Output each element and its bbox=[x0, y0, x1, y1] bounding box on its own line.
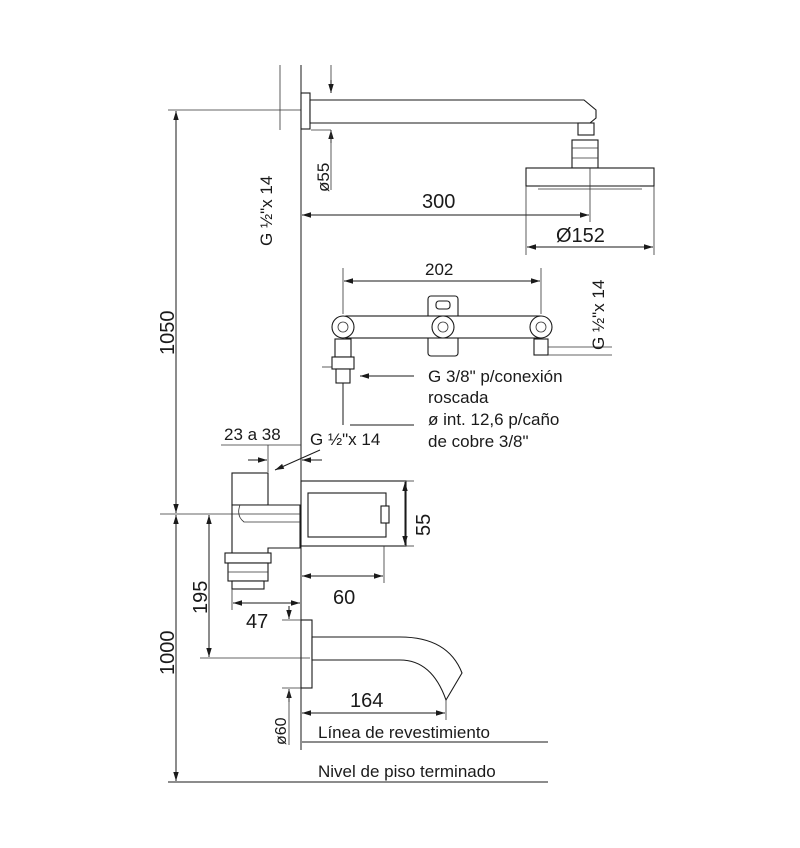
spout-length-label: 164 bbox=[350, 690, 383, 712]
pipe-note-label: ø int. 12,6 p/caño bbox=[428, 410, 559, 429]
pipe-note-label-2: de cobre 3/8" bbox=[428, 432, 529, 451]
depth-range-label: 23 a 38 bbox=[224, 425, 281, 444]
body-elbow bbox=[231, 504, 301, 559]
wall-finish-label: Línea de revestimiento bbox=[318, 723, 490, 742]
shower-arm-pipe bbox=[309, 99, 597, 124]
head-diameter-label: Ø152 bbox=[556, 225, 605, 247]
shower-arm bbox=[279, 65, 655, 190]
inlet-thread-label: G 3/8" p/conexión bbox=[428, 367, 563, 386]
shower-swivel bbox=[571, 139, 599, 169]
inlet-thread-label-2: roscada bbox=[428, 388, 489, 407]
body-height-label: 55 bbox=[413, 514, 435, 536]
valve-thread-label: G ½"x 14 bbox=[589, 280, 608, 350]
shower-flange bbox=[300, 92, 311, 130]
body-side-view bbox=[224, 472, 407, 590]
floor-label: Nivel de piso terminado bbox=[318, 762, 496, 781]
body-thread-label: G ½"x 14 bbox=[310, 430, 380, 449]
body-offset-label: 195 bbox=[190, 581, 212, 614]
flange-diameter-label: ø55 bbox=[314, 163, 333, 192]
spout-body bbox=[311, 636, 463, 702]
shower-thread-label: G ½"x 14 bbox=[257, 176, 276, 246]
arm-length-label: 300 bbox=[422, 191, 455, 213]
inlet-nut bbox=[334, 338, 352, 358]
body-width-label: 60 bbox=[333, 587, 355, 609]
valve-spacing-label: 202 bbox=[425, 260, 453, 279]
valve-body bbox=[331, 295, 553, 384]
valve-right-inlet bbox=[529, 315, 553, 339]
spout bbox=[300, 619, 463, 702]
total-height-label: 1050 bbox=[157, 311, 179, 356]
spout-flange-diameter-label: ø60 bbox=[273, 717, 290, 745]
spout-flange bbox=[300, 619, 313, 689]
spout-height-label: 1000 bbox=[157, 631, 179, 676]
spout-depth-label: 47 bbox=[246, 611, 268, 633]
valve-left-inlet bbox=[331, 315, 355, 339]
body-upper-block bbox=[231, 472, 269, 506]
valve-center-port bbox=[431, 315, 455, 339]
body-handle bbox=[307, 492, 387, 538]
